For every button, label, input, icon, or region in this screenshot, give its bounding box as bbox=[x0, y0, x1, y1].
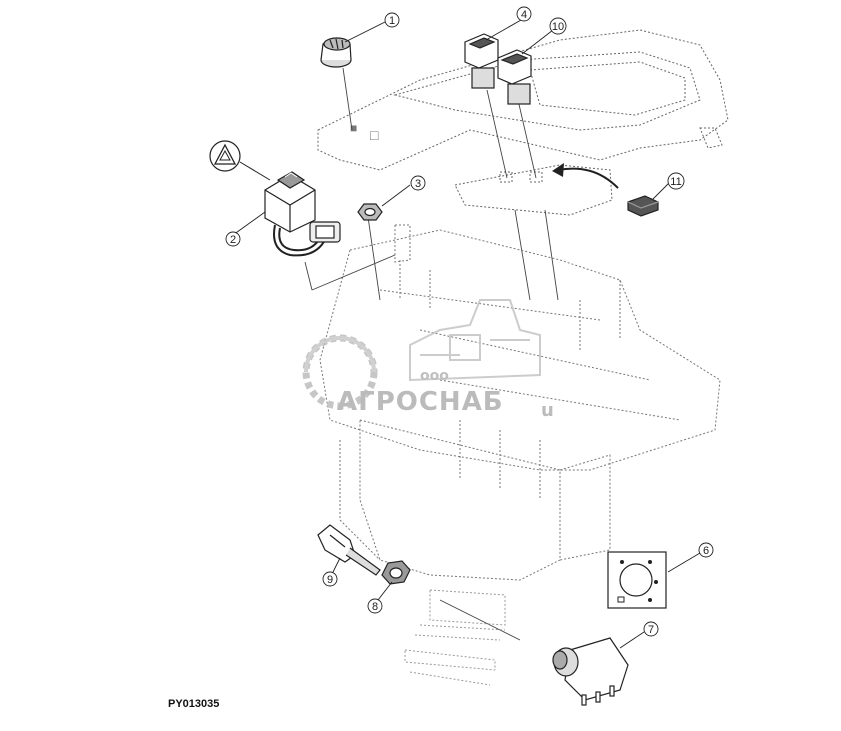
console-housing bbox=[319, 224, 721, 581]
rocker-switch-part-10 bbox=[497, 49, 532, 105]
callout-3: 3 bbox=[410, 175, 426, 191]
callout-label: 7 bbox=[648, 624, 654, 636]
switch-panel-plate bbox=[454, 164, 613, 216]
insert-arrow bbox=[557, 167, 619, 189]
label-decals bbox=[404, 589, 506, 686]
watermark-small: ооо bbox=[420, 368, 449, 384]
top-cover-panel: ■ □ bbox=[317, 29, 729, 171]
callout-4: 4 bbox=[516, 6, 532, 22]
callout-label: 10 bbox=[552, 21, 564, 33]
ignition-decal-part bbox=[607, 551, 667, 609]
svg-text:■: ■ bbox=[350, 121, 357, 135]
callout-label: 1 bbox=[389, 15, 395, 27]
callout-11: 11 bbox=[667, 172, 685, 190]
lock-nut-part bbox=[381, 560, 411, 585]
callout-label: 4 bbox=[521, 9, 527, 21]
callout-2: 2 bbox=[225, 231, 241, 247]
callout-label: 6 bbox=[703, 545, 709, 557]
callout-label: 3 bbox=[415, 178, 421, 190]
insert-arrow-head bbox=[552, 163, 564, 177]
part-code: PY013035 bbox=[168, 698, 220, 710]
callout-label: 2 bbox=[230, 234, 236, 246]
assembly-lines bbox=[304, 67, 559, 641]
watermark-brand: АГРОСНАБ bbox=[337, 387, 504, 417]
hazard-switch-part bbox=[264, 171, 341, 257]
callout-7: 7 bbox=[643, 621, 659, 637]
ignition-key-part bbox=[317, 524, 381, 576]
callout-label: 9 bbox=[327, 574, 333, 586]
blank-plug-part bbox=[627, 195, 659, 217]
agrosnab-watermark: ооо АГРОСНАБ u bbox=[302, 299, 554, 421]
callout-label: 11 bbox=[670, 176, 681, 188]
callout-6: 6 bbox=[698, 542, 714, 558]
hazard-warning-icon bbox=[209, 140, 241, 172]
ignition-switch-part bbox=[552, 637, 629, 706]
callout-label: 8 bbox=[372, 601, 378, 613]
nut-part bbox=[357, 203, 383, 221]
callout-9: 9 bbox=[322, 571, 338, 587]
callout-8: 8 bbox=[367, 598, 383, 614]
svg-text:□: □ bbox=[370, 127, 379, 143]
watermark-suffix: u bbox=[541, 400, 554, 421]
callout-1: 1 bbox=[384, 12, 400, 28]
harvester-icon bbox=[409, 299, 541, 382]
callout-10: 10 bbox=[549, 17, 567, 35]
rocker-switch-part-4 bbox=[464, 33, 499, 89]
callout-leaders bbox=[232, 19, 701, 649]
rotary-knob-part bbox=[320, 37, 352, 68]
